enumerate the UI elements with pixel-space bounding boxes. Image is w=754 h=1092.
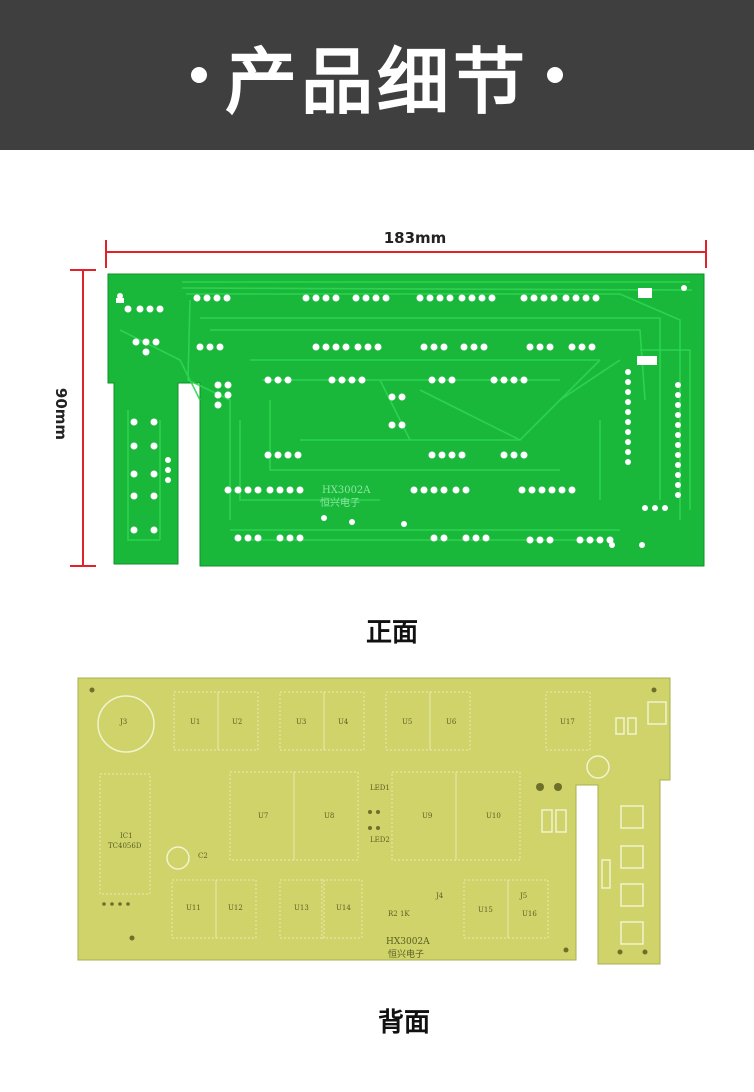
- chip-label: U3: [296, 718, 306, 726]
- back-caption: 背面: [377, 1008, 430, 1038]
- j5-label: J5: [519, 892, 527, 900]
- header-title: 产品细节: [224, 39, 529, 124]
- back-chip-labels: U1 U2 U3 U4 U5 U6 U17 U7 U8 U9 U10 U11 U…: [108, 718, 575, 918]
- bullet-dot-right: [547, 67, 563, 83]
- j3-label: J3: [119, 718, 127, 726]
- led1-label: LED1: [370, 784, 390, 792]
- led2-label: LED2: [370, 836, 390, 844]
- chip-label: U12: [228, 904, 243, 912]
- chip-label: U10: [486, 812, 501, 820]
- front-caption: 正面: [365, 618, 418, 648]
- chip-label: U14: [336, 904, 351, 912]
- chip-label: U7: [258, 812, 268, 820]
- chip-label: U4: [338, 718, 349, 726]
- chip-label: U8: [324, 812, 334, 820]
- chip-label: U2: [232, 718, 242, 726]
- front-silk-model: HX3002A: [322, 485, 371, 496]
- resistor-label: R2 1K: [388, 910, 410, 918]
- front-silk-brand: 恒兴电子: [320, 496, 360, 509]
- chip-label: U11: [186, 904, 201, 912]
- header-banner: [0, 0, 754, 150]
- header-title-row: 产品细节: [0, 0, 754, 150]
- bullet-dot-left: [190, 67, 207, 83]
- back-pcb: [77, 677, 671, 965]
- chip-label: U13: [294, 904, 309, 912]
- front-pads: [117, 285, 687, 548]
- chip-label: U17: [560, 718, 575, 726]
- chip-label: U9: [422, 812, 432, 820]
- chip-label: U15: [478, 906, 493, 914]
- chip-label: U6: [446, 718, 457, 726]
- c2-label: C2: [198, 852, 208, 860]
- chip-label: U1: [190, 718, 200, 726]
- back-silk-brand: 恒兴电子: [388, 948, 424, 960]
- chip-label: U16: [522, 910, 537, 918]
- height-dimension: [70, 269, 96, 567]
- front-pcb: [107, 273, 705, 567]
- width-dimension: [105, 240, 707, 268]
- ic1-part-label: TC4056D: [108, 842, 142, 850]
- ic1-label: IC1: [120, 832, 133, 840]
- chip-label: U5: [402, 718, 412, 726]
- j4-label: J4: [435, 892, 444, 900]
- back-silk-model: HX3002A: [386, 937, 430, 947]
- width-label: 183mm: [383, 229, 447, 247]
- height-label: 90mm: [52, 387, 70, 441]
